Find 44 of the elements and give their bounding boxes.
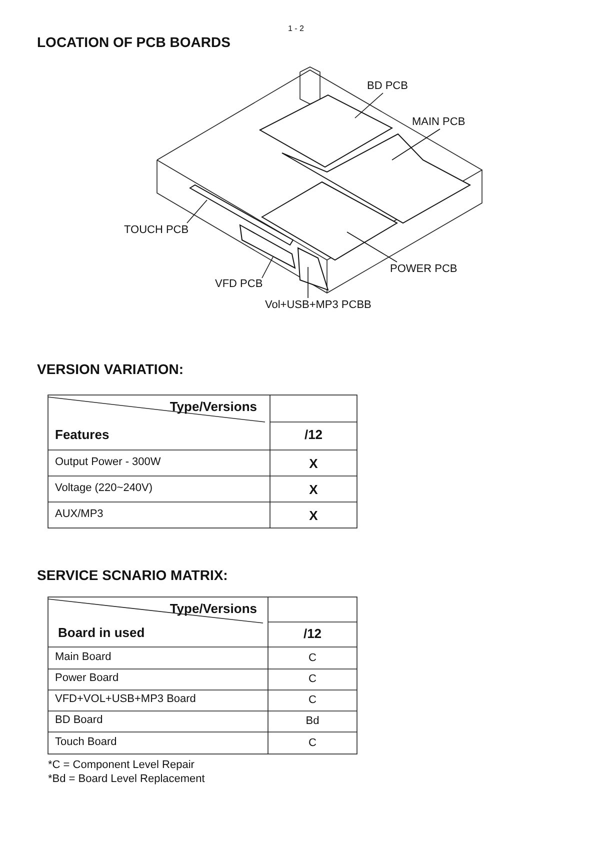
circuit-board: [282, 133, 472, 224]
circuit-board: [258, 94, 394, 168]
row-label: BD Board: [55, 714, 103, 727]
part-label: MAIN PCB: [412, 116, 466, 129]
section-heading: LOCATION OF PCB BOARDS: [37, 34, 230, 50]
column-header: Type/Versions: [168, 400, 257, 415]
circuit-board: [261, 181, 398, 261]
row-label: AUX/MP3: [55, 508, 104, 521]
row-label: Output Power - 300W: [55, 456, 161, 469]
row-label: Touch Board: [55, 736, 117, 749]
part-label: BD PCB: [367, 80, 408, 93]
table-cell-text: Bd: [304, 715, 320, 728]
section-heading: SERVICE SCNARIO MATRIX:: [37, 567, 228, 584]
part-label: TOUCH PCB: [124, 224, 189, 237]
footnote: *Bd = Board Level Replacement: [48, 773, 205, 786]
column-header: Type/Versions: [168, 602, 257, 617]
part-label: POWER PCB: [390, 263, 458, 276]
table-cell-text: C: [308, 673, 318, 686]
circuit-board: [297, 247, 329, 291]
table-cell-text: C: [308, 694, 318, 707]
leader-line: [354, 92, 384, 118]
row-header: Features: [55, 428, 110, 443]
row-label: Voltage (220~240V): [55, 482, 153, 495]
table-cell-text: C: [308, 737, 318, 750]
row-label: Main Board: [55, 651, 112, 664]
part-label: Vol+USB+MP3 PCBB: [265, 299, 372, 312]
row-label: Power Board: [55, 672, 119, 685]
section-heading: VERSION VARIATION:: [37, 361, 184, 378]
table-cell-text: C: [308, 652, 318, 665]
column-header: /12: [302, 627, 323, 642]
leader-line: [346, 232, 398, 262]
row-header: Board in used: [58, 626, 145, 641]
row-label: VFD+VOL+USB+MP3 Board: [55, 693, 196, 706]
column-header: /12: [303, 428, 324, 443]
circuit-board: [239, 224, 296, 269]
leader-line: [186, 200, 208, 224]
footnote: *C = Component Level Repair: [48, 759, 194, 772]
part-label: VFD PCB: [215, 278, 263, 291]
leader-line: [392, 128, 440, 160]
leader-line: [262, 256, 274, 278]
table-cell-text: X: [308, 483, 319, 498]
table-cell-text: X: [308, 457, 319, 472]
page-number: 1 - 2: [288, 24, 304, 34]
table-cell-text: X: [308, 509, 319, 524]
